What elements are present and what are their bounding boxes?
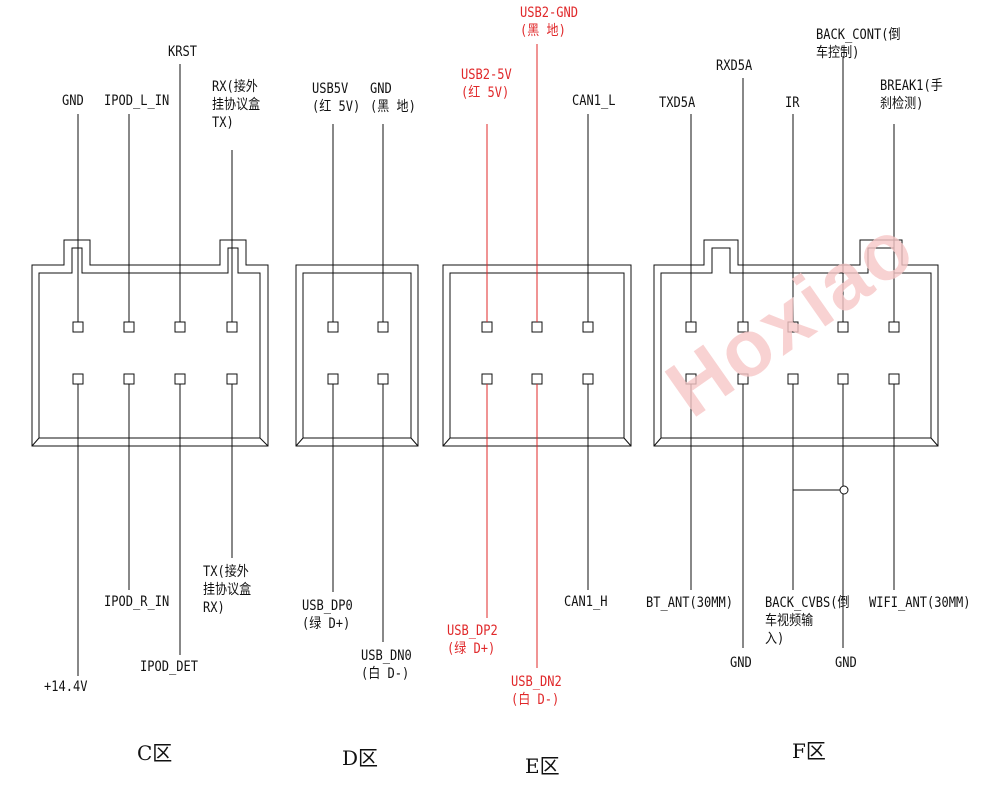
e-can1-l-label: CAN1_L: [572, 93, 616, 109]
zone-c-title: C区: [137, 741, 173, 765]
d-usb-dp0-label: USB_DP0 (绿 D+): [302, 598, 353, 632]
e-pins: [481, 321, 594, 385]
pin: [582, 321, 594, 333]
pin: [582, 373, 594, 385]
f-pins: [685, 321, 900, 385]
f-bt-ant-label: BT_ANT(30MM): [646, 595, 733, 611]
c-ipod-l-in-label: IPOD_L_IN: [104, 93, 170, 109]
pin: [174, 373, 186, 385]
e-usb2-gnd-label: USB2-GND (黑 地): [520, 5, 578, 39]
c-pins: [72, 321, 238, 385]
pin: [377, 321, 389, 333]
e-usb-dp2-label: USB_DP2 (绿 D+): [447, 623, 498, 657]
pin: [837, 373, 849, 385]
pin: [123, 373, 135, 385]
zone-f-title: F区: [792, 739, 826, 763]
junction-dot: [839, 485, 849, 495]
pin: [888, 321, 900, 333]
f-txd5a-label: TXD5A: [659, 95, 696, 111]
pin: [377, 373, 389, 385]
c-rx-label: RX(接外 挂协议盒 TX): [212, 79, 261, 131]
f-ir-label: IR: [785, 95, 800, 111]
d-usb5v-label: USB5V (红 5V): [312, 81, 361, 115]
c-leader-lines: [77, 64, 233, 676]
c-gnd-label: GND: [62, 93, 84, 109]
pin: [72, 373, 84, 385]
f-rxd5a-label: RXD5A: [716, 58, 753, 74]
pin: [531, 373, 543, 385]
f-gnd-label: GND: [730, 655, 752, 671]
pin: [481, 373, 493, 385]
f-leader-lines: [690, 56, 895, 648]
c-krst-label: KRST: [168, 44, 197, 60]
pin: [327, 373, 339, 385]
f-connector-housing: [653, 239, 939, 447]
pin: [226, 373, 238, 385]
pin: [174, 321, 186, 333]
pin: [531, 321, 543, 333]
pin: [72, 321, 84, 333]
d-usb-dn0-label: USB_DN0 (白 D-): [361, 648, 412, 682]
pin: [787, 373, 799, 385]
zone-e-title: E区: [525, 754, 560, 778]
pin: [123, 321, 135, 333]
f-back-cont-label: BACK_CONT(倒 车控制): [816, 27, 901, 61]
f-break1-label: BREAK1(手 刹检测): [880, 78, 943, 112]
zone-d-title: D区: [342, 746, 379, 770]
d-gnd-label: GND (黑 地): [370, 81, 416, 115]
pin: [888, 373, 900, 385]
e-usb-dn2-label: USB_DN2 (白 D-): [511, 674, 562, 708]
d-connector-housing: [295, 264, 419, 447]
pin: [481, 321, 493, 333]
c-ipod-det-label: IPOD_DET: [140, 659, 198, 675]
pin: [226, 321, 238, 333]
c-14v-label: +14.4V: [44, 679, 88, 695]
pin: [327, 321, 339, 333]
d-leader-lines: [332, 124, 384, 642]
c-tx-label: TX(接外 挂协议盒 RX): [203, 564, 252, 616]
c-connector-housing: [31, 239, 269, 447]
e-usb2-5v-label: USB2-5V (红 5V): [461, 67, 512, 101]
f-wifi-ant-label: WIFI_ANT(30MM): [869, 595, 971, 611]
e-can1-h-label: CAN1_H: [564, 594, 608, 610]
d-pins: [327, 321, 389, 385]
c-ipod-r-in-label: IPOD_R_IN: [104, 594, 170, 610]
e-red-leader-lines: [486, 44, 538, 668]
f-back-cvbs-label: BACK_CVBS(倒 车视频输 入): [765, 595, 850, 647]
f-gnd-label: GND: [835, 655, 857, 671]
